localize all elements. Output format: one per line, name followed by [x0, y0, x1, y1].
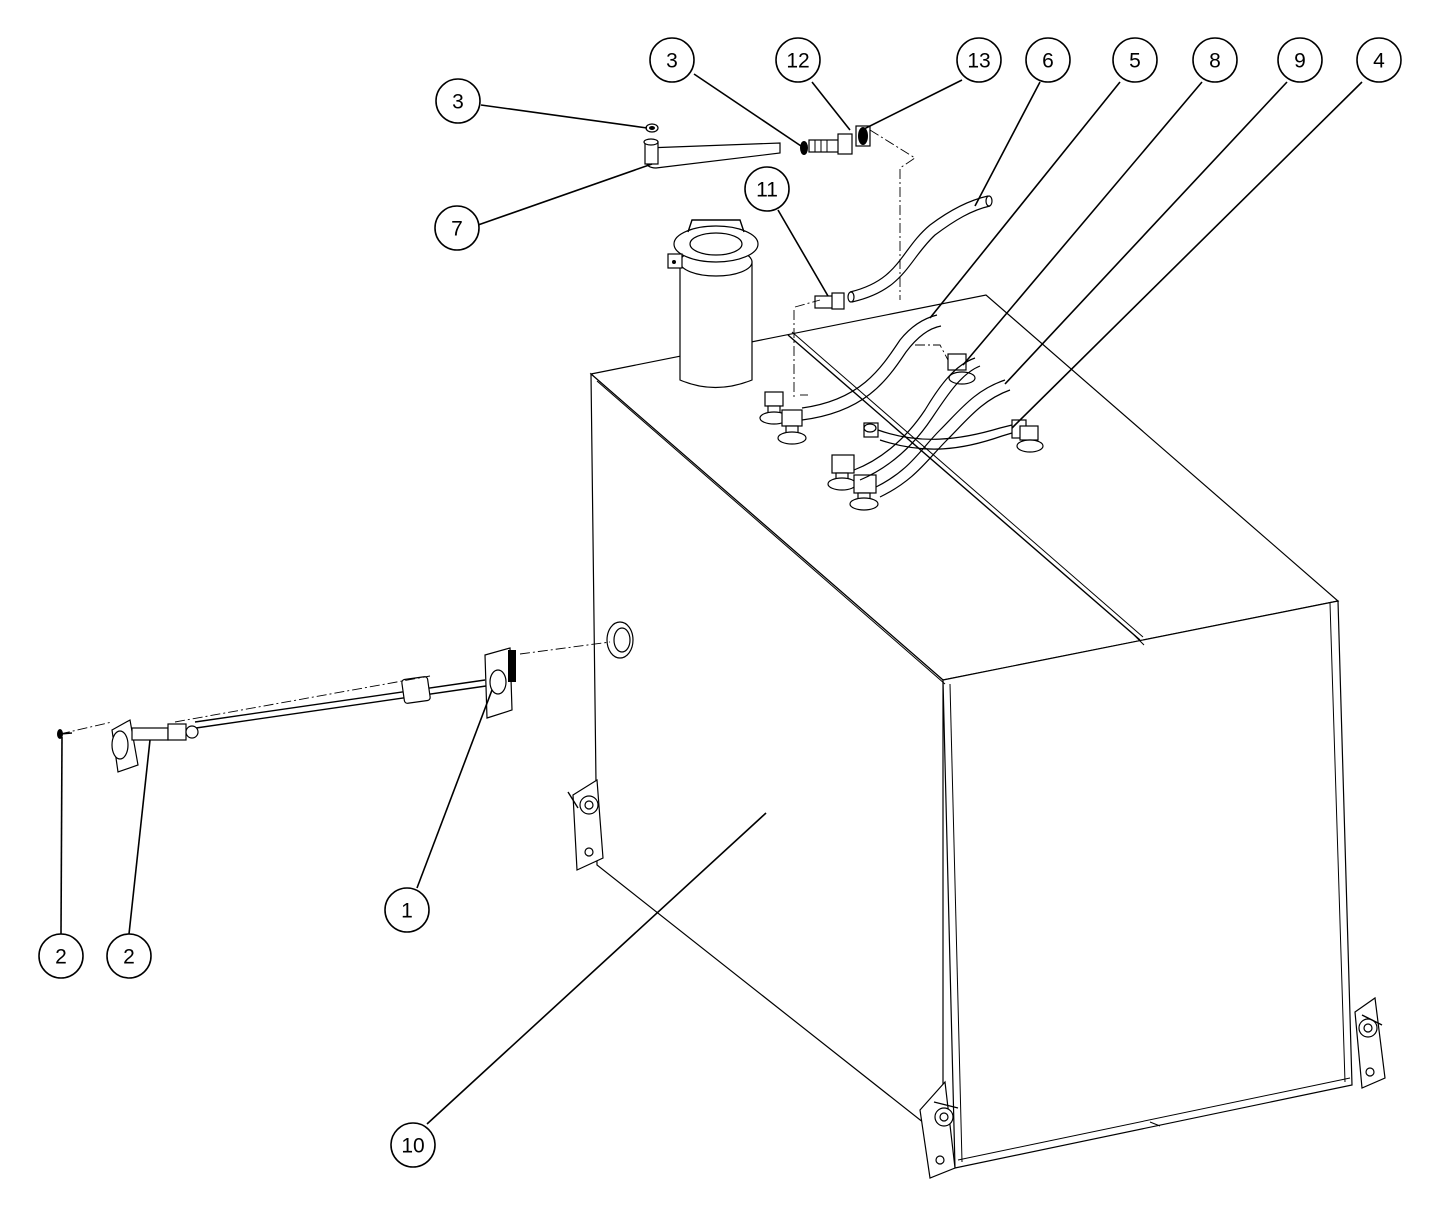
callout-3-right-label: 3 — [666, 50, 678, 73]
hose-6 — [847, 195, 993, 303]
fitting-f — [849, 474, 879, 511]
mount-bracket-front-right — [1354, 996, 1386, 1089]
callout-13: 13 — [956, 37, 1002, 83]
tank-front-face — [942, 600, 1353, 1169]
callout-6: 6 — [1025, 37, 1071, 83]
callout-11-label: 11 — [756, 179, 778, 202]
callout-9-label: 9 — [1294, 50, 1306, 73]
callout-1-label: 1 — [401, 900, 413, 923]
callout-3-left: 3 — [435, 78, 481, 124]
callout-13-label: 13 — [967, 50, 990, 73]
callout-2-head-label: 2 — [123, 946, 135, 969]
hose-9 — [875, 379, 1011, 498]
callout-11: 11 — [744, 166, 790, 212]
fitting-d — [863, 422, 879, 438]
leader-lines — [60, 73, 1363, 1125]
callout-4: 4 — [1356, 37, 1402, 83]
callout-9: 9 — [1277, 37, 1323, 83]
callout-5-label: 5 — [1129, 50, 1141, 73]
hose-8 — [853, 357, 981, 481]
callout-10: 10 — [390, 1122, 436, 1168]
callout-7: 7 — [434, 205, 480, 251]
callout-12: 12 — [775, 37, 821, 83]
callout-2-head: 2 — [106, 933, 152, 979]
callout-8-label: 8 — [1209, 50, 1221, 73]
callout-6-label: 6 — [1042, 50, 1054, 73]
filter-breather — [667, 219, 759, 389]
callout-12-label: 12 — [786, 50, 809, 73]
callout-3-right: 3 — [649, 37, 695, 83]
mount-bracket-front-left — [919, 1080, 959, 1179]
callout-1: 1 — [384, 887, 430, 933]
hydraulic-tank — [589, 294, 1353, 1169]
fitting-11 — [814, 292, 845, 310]
callout-3-left-label: 3 — [452, 91, 464, 114]
callout-7-label: 7 — [451, 218, 463, 241]
fitting-a — [759, 391, 789, 425]
callout-10-label: 10 — [401, 1135, 424, 1158]
fitting-12-13 — [800, 125, 871, 155]
callout-5: 5 — [1112, 37, 1158, 83]
fitting-e — [827, 454, 857, 491]
hose-4 — [877, 424, 1013, 450]
callout-2-screw: 2 — [38, 933, 84, 979]
callout-2-screw-label: 2 — [55, 946, 67, 969]
fitting-b — [777, 409, 807, 445]
washer-3-left — [645, 123, 659, 133]
callout-8: 8 — [1192, 37, 1238, 83]
tank-side-port — [606, 621, 634, 659]
mount-bracket-left — [567, 778, 604, 871]
hose-5 — [801, 314, 942, 421]
pipe-7 — [643, 138, 781, 169]
level-sender-assembly — [57, 647, 516, 773]
callout-4-label: 4 — [1373, 50, 1385, 73]
